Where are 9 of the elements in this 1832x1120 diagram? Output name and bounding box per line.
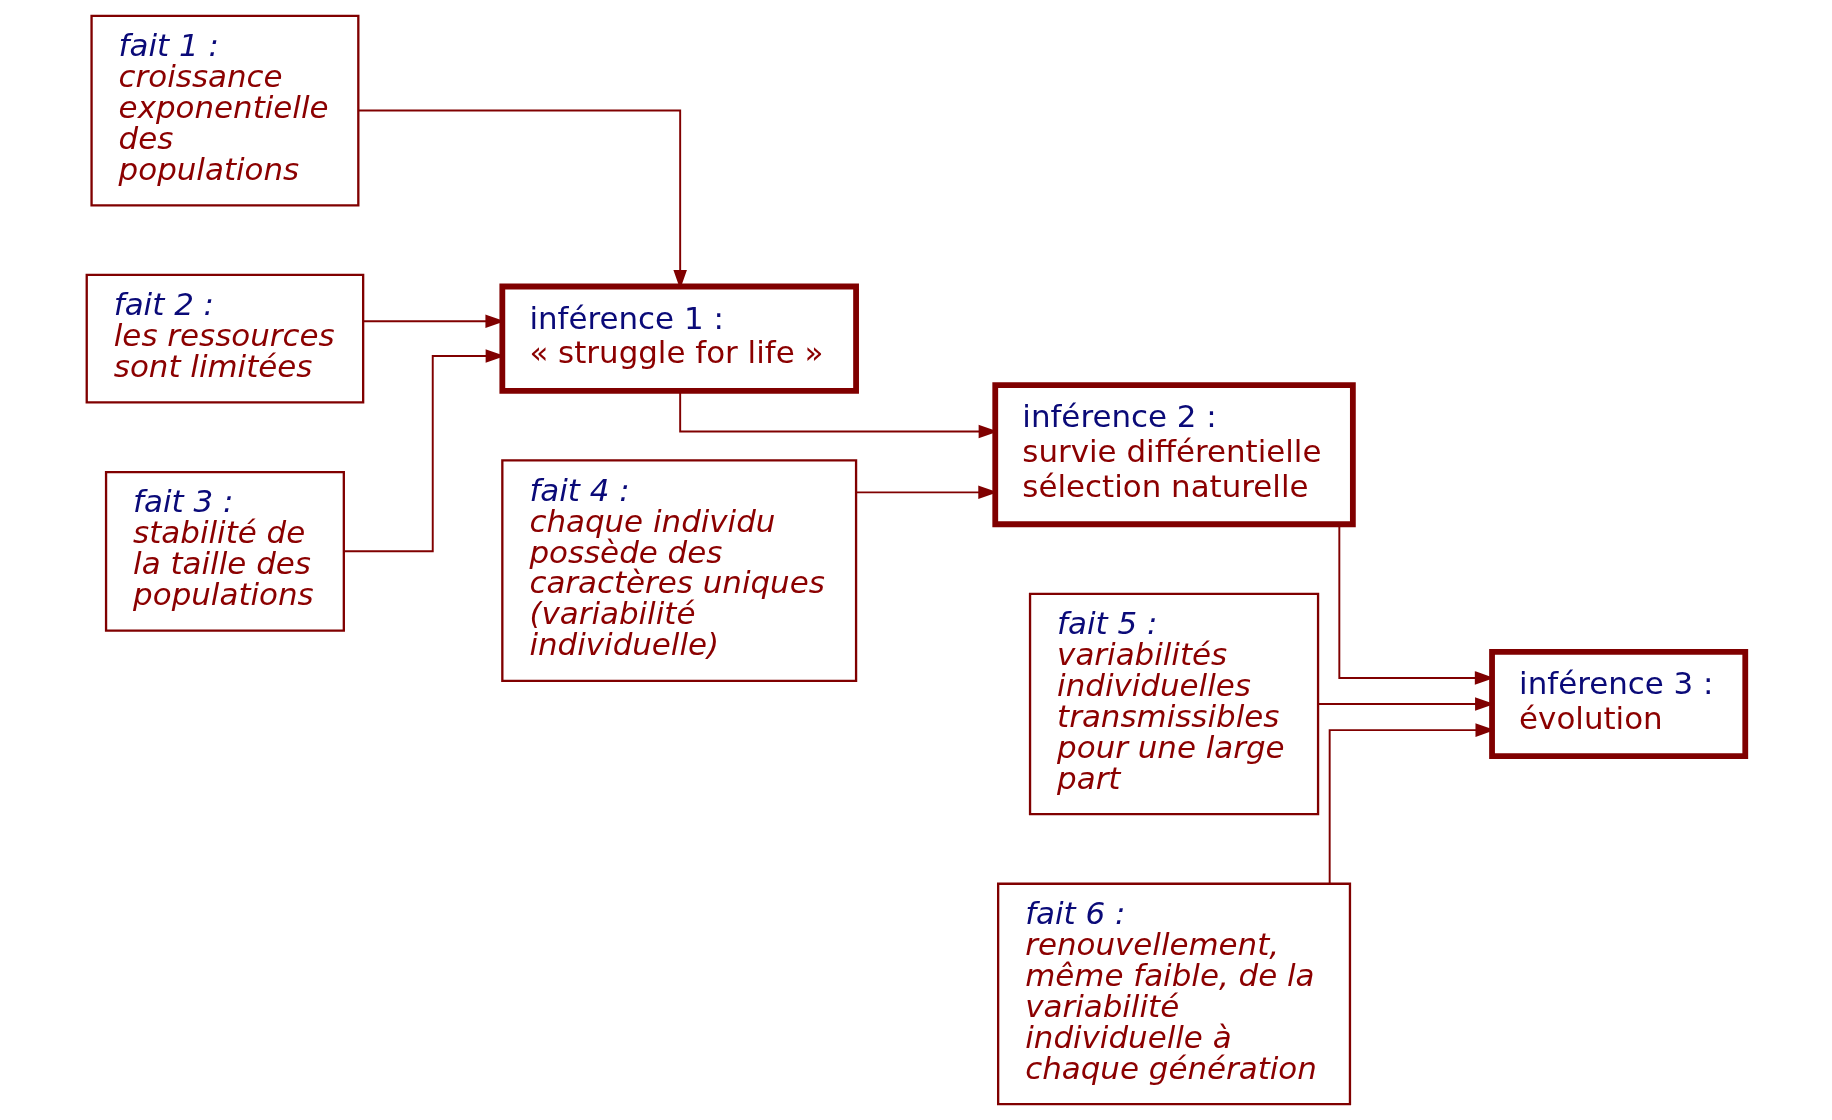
- node-box: fait 6 : renouvellement, même faible, de la variabilité individuelle à chaque génération: [997, 882, 1352, 1106]
- node-box: fait 1 : croissance exponentielle des populations: [90, 14, 360, 207]
- node-box: fait 3 : stabilité de la taille des populations: [104, 470, 345, 632]
- node-box: fait 5 : variabilités individuelles transmissibles pour une large part: [1028, 592, 1320, 816]
- node-box: inférence 3 : évolution: [1489, 648, 1749, 760]
- node-box: inférence 2 : survie différentielle sélection naturelle: [992, 382, 1356, 528]
- node-box: inférence 1 : « struggle for life »: [499, 283, 859, 394]
- node-box: fait 2 : les ressources sont limitées: [85, 273, 365, 404]
- node-box: fait 4 : chaque individu possède des caractères uniques (variabilité individuelle): [501, 459, 858, 682]
